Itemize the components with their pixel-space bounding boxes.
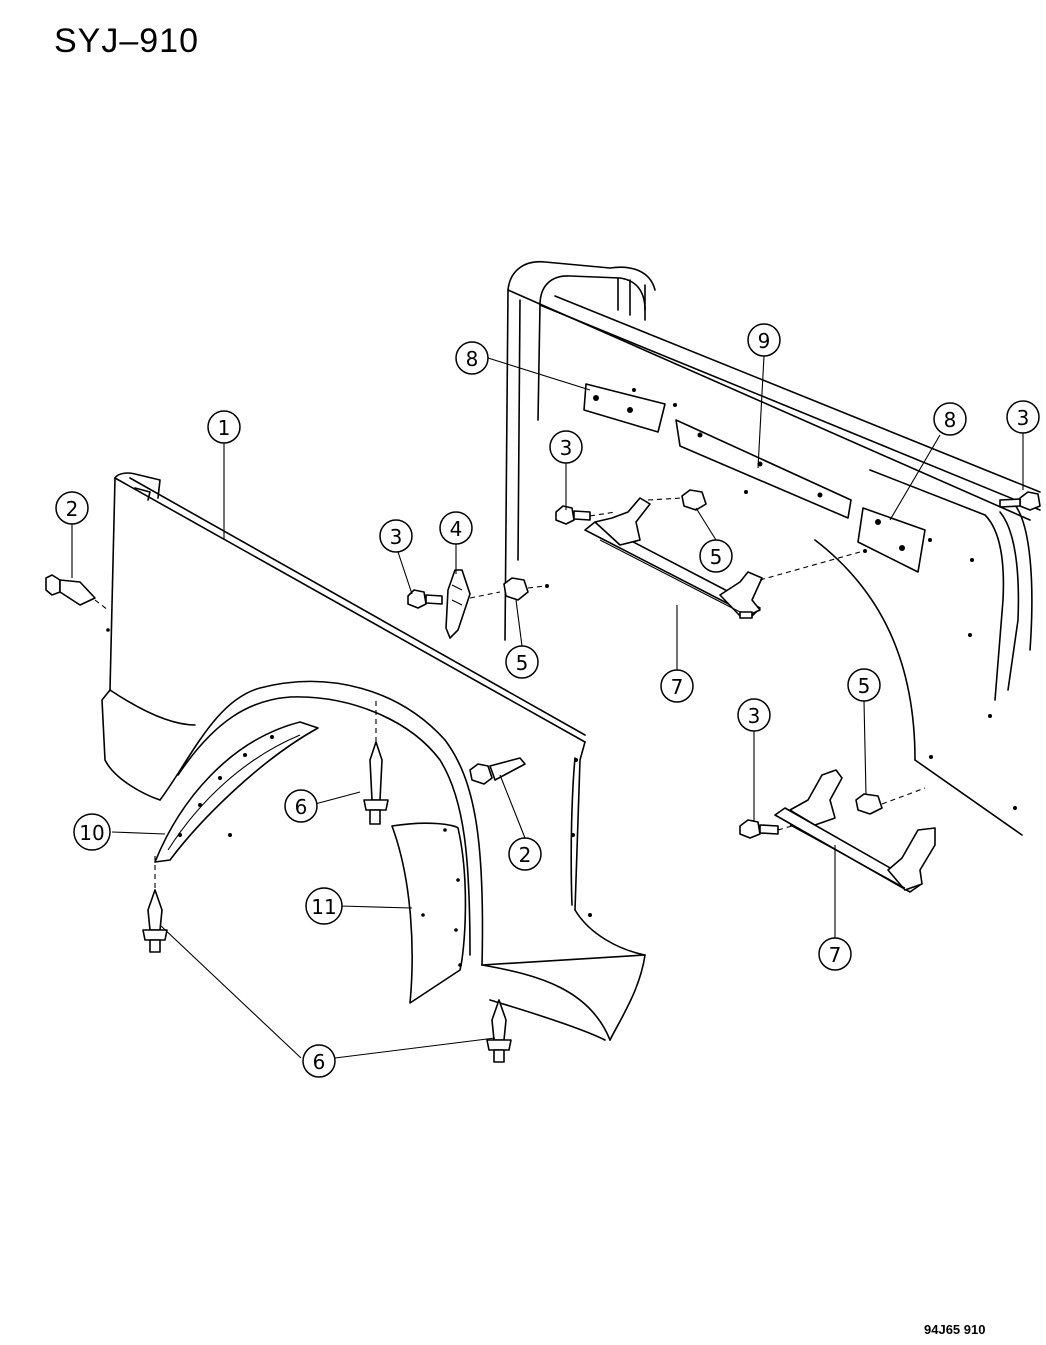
diagram-code: 94J65 910 <box>924 1322 986 1337</box>
callout-label: 8 <box>944 408 957 432</box>
callout-label: 2 <box>519 843 532 867</box>
callout: 5 <box>505 645 539 679</box>
bolt <box>555 505 591 525</box>
callout: 3 <box>1006 400 1040 434</box>
nut <box>503 577 529 601</box>
mounting-bracket <box>584 497 763 619</box>
fender <box>101 472 646 1041</box>
callout-label: 6 <box>313 1050 326 1074</box>
callout-label: 10 <box>79 821 104 845</box>
callout-label: 3 <box>560 436 573 460</box>
reinforcement-strip <box>675 419 852 519</box>
reinforcement-plate <box>857 507 926 573</box>
callout-label: 2 <box>66 497 79 521</box>
callout-label: 7 <box>671 675 684 699</box>
leader-lines <box>71 355 1024 1059</box>
push-rivet <box>45 574 109 611</box>
callout: 6 <box>284 789 318 823</box>
callout: 2 <box>55 491 89 525</box>
retainer-clip <box>445 569 471 639</box>
push-pin <box>363 741 389 825</box>
callout-label: 7 <box>829 943 842 967</box>
push-pin <box>142 889 168 953</box>
callout-label: 5 <box>710 545 723 569</box>
push-rivet <box>469 757 526 785</box>
callout: 2 <box>508 837 542 871</box>
reinforcement-plate <box>583 383 666 433</box>
callout: 5 <box>699 539 733 573</box>
callout-label: 8 <box>466 347 479 371</box>
callout-label: 4 <box>450 517 463 541</box>
callout: 9 <box>747 323 781 357</box>
nut <box>681 489 707 511</box>
callout-label: 5 <box>516 651 529 675</box>
mounting-bracket <box>774 769 936 893</box>
callout: 10 <box>73 813 111 851</box>
callout-label: 6 <box>295 795 308 819</box>
callout-label: 9 <box>758 329 771 353</box>
nut <box>855 793 883 815</box>
callout: 8 <box>455 341 489 375</box>
callout: 5 <box>847 668 881 702</box>
splash-shield <box>391 822 467 1004</box>
callout: 6 <box>302 1044 336 1078</box>
diagram-title: SYJ–910 <box>54 22 199 60</box>
callout-label: 5 <box>858 674 871 698</box>
callout: 8 <box>933 402 967 436</box>
callout: 11 <box>305 887 343 925</box>
push-pin <box>486 999 512 1063</box>
callout: 7 <box>818 937 852 971</box>
bolt <box>999 491 1041 511</box>
body-side-panel <box>504 261 1041 836</box>
callout: 1 <box>207 410 241 444</box>
bolt <box>739 819 779 839</box>
callout: 3 <box>379 519 413 553</box>
callout: 3 <box>737 698 771 732</box>
callout-label: 3 <box>390 525 403 549</box>
callout-label: 3 <box>1017 406 1030 430</box>
bolt <box>407 589 443 609</box>
callout: 3 <box>549 430 583 464</box>
callout-label: 11 <box>311 895 336 919</box>
callout: 4 <box>439 511 473 545</box>
callout-label: 1 <box>218 416 231 440</box>
fender-flare <box>154 721 319 863</box>
callout-label: 3 <box>748 704 761 728</box>
callout: 7 <box>660 669 694 703</box>
